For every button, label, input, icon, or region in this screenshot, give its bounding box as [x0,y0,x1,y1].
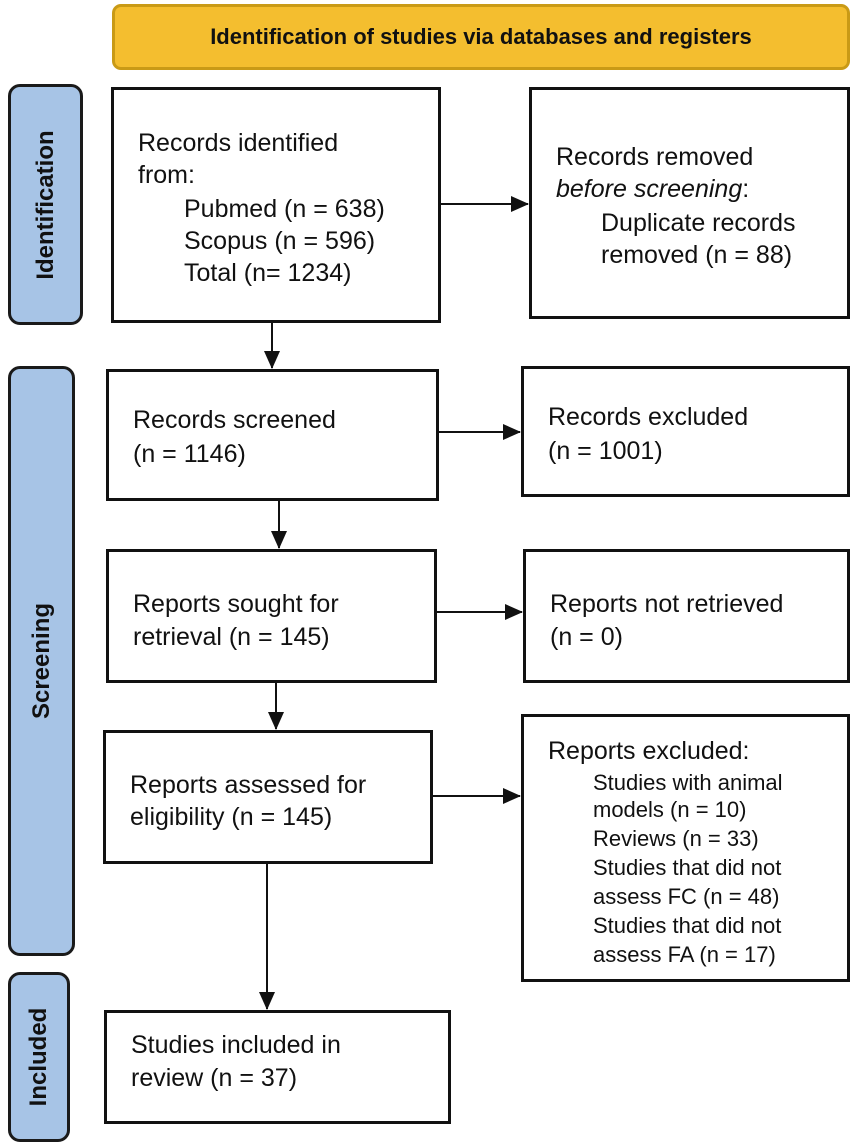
records-screened-box: Records screened (n = 1146) [106,369,439,501]
records-pubmed: Pubmed (n = 638) [184,195,385,223]
records-identified-line1: Records identified [138,129,339,157]
records-excluded-box: Records excluded (n = 1001) [521,366,850,497]
reports-excluded-box: Reports excluded: Studies with animal mo… [521,714,850,982]
reports-not-retrieved-line2: (n = 0) [550,623,623,651]
studies-included-line2: review (n = 37) [131,1064,298,1092]
records-excluded-line1: Records excluded [548,403,749,431]
phase-identification: Identification [8,84,83,325]
identification-header: Identification of studies via databases … [112,4,850,70]
reports-assessed-line1: Reports assessed for [130,771,367,799]
reports-excluded-line: assess FC (n = 48) [593,884,780,909]
reports-sought-line1: Reports sought for [133,590,339,618]
header-title: Identification of studies via databases … [210,24,752,49]
reports-excluded-line: Studies that did not [593,913,782,938]
reports-excluded-heading: Reports excluded: [548,737,750,765]
phase-screening: Screening [8,366,75,956]
reports-not-retrieved-line1: Reports not retrieved [550,590,784,618]
reports-excluded-line: assess FA (n = 17) [593,942,776,967]
records-screened-line2: (n = 1146) [133,440,246,468]
records-removed-line3: Duplicate records [601,209,796,237]
reports-excluded-line: Studies that did not [593,855,782,880]
records-identified-box: Records identified from: Pubmed (n = 638… [111,87,441,323]
records-removed-line2: before screening: [556,175,750,203]
reports-not-retrieved-box: Reports not retrieved (n = 0) [523,549,850,683]
records-removed-line1: Records removed [556,143,754,171]
reports-excluded-line: models (n = 10) [593,797,747,822]
phase-included: Included [8,972,70,1142]
records-total: Total (n= 1234) [184,259,352,287]
studies-included-line1: Studies included in [131,1031,341,1059]
studies-included-box: Studies included in review (n = 37) [104,1010,451,1124]
records-removed-line4: removed (n = 88) [601,241,793,269]
records-scopus: Scopus (n = 596) [184,227,376,255]
records-excluded-line2: (n = 1001) [548,437,663,465]
records-screened-line1: Records screened [133,406,336,434]
reports-excluded-line: Reviews (n = 33) [593,826,759,851]
reports-sought-line2: retrieval (n = 145) [133,623,330,651]
reports-excluded-line: Studies with animal [593,770,783,795]
reports-assessed-box: Reports assessed for eligibility (n = 14… [103,730,433,864]
records-identified-line2: from: [138,161,195,189]
reports-sought-box: Reports sought for retrieval (n = 145) [106,549,437,683]
records-removed-box: Records removed before screening: Duplic… [529,87,850,319]
reports-assessed-line2: eligibility (n = 145) [130,803,333,831]
